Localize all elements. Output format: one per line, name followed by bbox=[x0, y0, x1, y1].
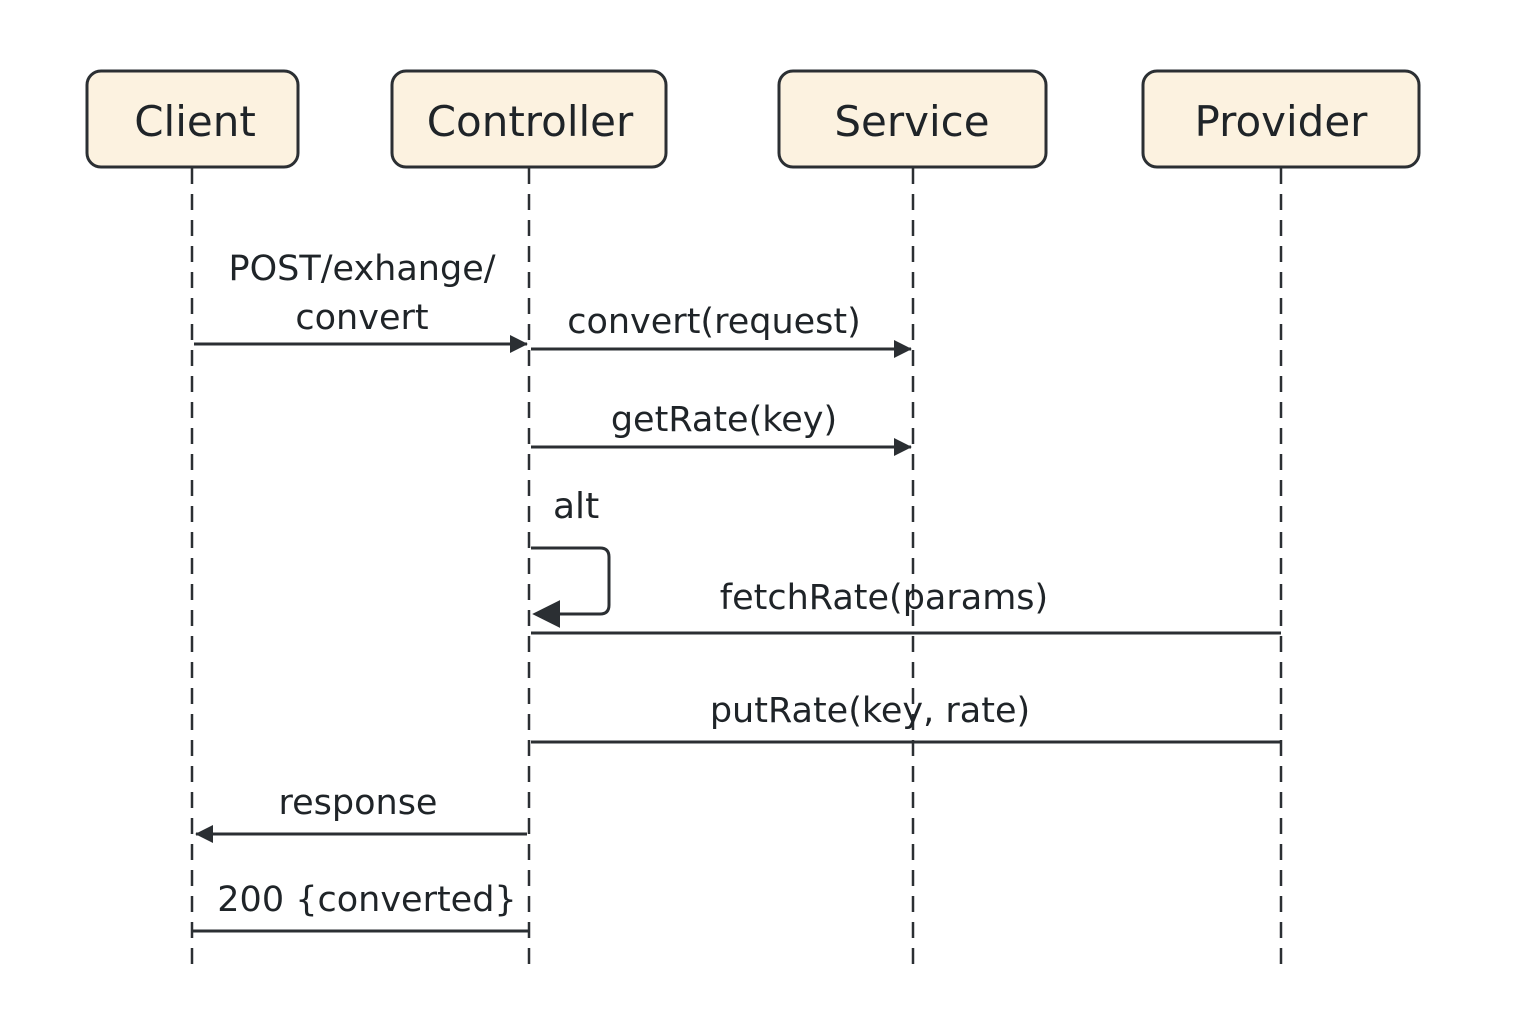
message-post-exchange-convert-label-line-1: POST/exhange/ bbox=[228, 249, 495, 289]
participant-controller-label: Controller bbox=[427, 97, 634, 146]
participant-service-box bbox=[777, 69, 1048, 169]
participant-controller-box bbox=[390, 69, 668, 169]
participant-client-box bbox=[85, 69, 300, 169]
message-put-rate: putRate(key, rate) bbox=[531, 691, 1281, 744]
message-status-200: 200 {converted} bbox=[192, 880, 529, 933]
participant-controller: Controller bbox=[390, 69, 668, 169]
participant-provider: Provider bbox=[1141, 69, 1421, 169]
message-post-exchange-convert-label-line-2: convert bbox=[295, 298, 428, 338]
participant-provider-box bbox=[1141, 69, 1421, 169]
alt-fragment: alt bbox=[531, 486, 611, 628]
message-get-rate: getRate(key) bbox=[531, 400, 912, 456]
message-fetch-rate-label: fetchRate(params) bbox=[720, 578, 1048, 618]
lifelines bbox=[190, 168, 1283, 972]
participant-service-label: Service bbox=[834, 97, 989, 146]
message-status-200-label: 200 {converted} bbox=[217, 880, 516, 920]
participant-service: Service bbox=[777, 69, 1048, 169]
message-post-exchange-convert: POST/exhange/ convert bbox=[194, 249, 528, 353]
participant-client: Client bbox=[85, 69, 300, 169]
message-response: response bbox=[195, 783, 527, 843]
participant-provider-label: Provider bbox=[1195, 97, 1369, 146]
message-response-label: response bbox=[279, 783, 438, 823]
participant-client-label: Client bbox=[134, 97, 256, 146]
message-get-rate-label: getRate(key) bbox=[611, 400, 837, 440]
message-put-rate-label: putRate(key, rate) bbox=[710, 691, 1030, 731]
message-convert-request-label: convert(request) bbox=[567, 302, 861, 342]
message-fetch-rate: fetchRate(params) bbox=[531, 578, 1281, 635]
message-convert-request: convert(request) bbox=[531, 302, 912, 358]
alt-fragment-label: alt bbox=[553, 486, 599, 527]
self-call-loop-arrow bbox=[531, 546, 611, 628]
